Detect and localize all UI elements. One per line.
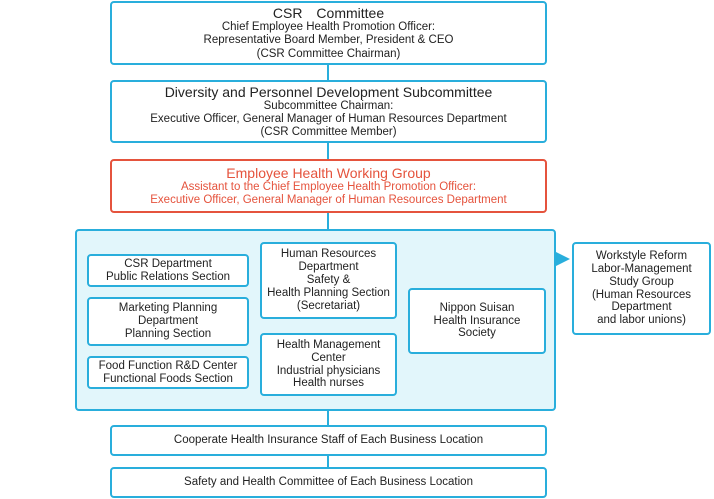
health-insurance-society-line-3: Society <box>458 327 496 340</box>
health-management-line-4: Health nurses <box>293 377 364 390</box>
workstyle-reform-line-5: Department <box>611 301 672 314</box>
diversity-subcommittee-box: Diversity and Personnel Development Subc… <box>110 80 547 143</box>
health-working-group-line-2: Executive Officer, General Manager of Hu… <box>150 194 507 207</box>
food-function-line-2: Functional Foods Section <box>103 372 233 385</box>
health-insurance-society-line-2: Health Insurance <box>433 314 521 327</box>
diversity-subcommittee-line-2: Executive Officer, General Manager of Hu… <box>150 112 507 125</box>
safety-committee-label: Safety and Health Committee of Each Busi… <box>184 475 473 488</box>
cooperate-staff-label: Cooperate Health Insurance Staff of Each… <box>173 433 484 446</box>
marketing-planning-line-1: Marketing Planning <box>118 302 218 315</box>
diversity-subcommittee-title: Diversity and Personnel Development Subc… <box>164 83 493 100</box>
human-resources-line-4: Health Planning Section <box>267 286 390 299</box>
workstyle-reform-box: Workstyle Reform Labor-Management Study … <box>572 242 711 335</box>
workstyle-reform-line-1: Workstyle Reform <box>595 249 688 262</box>
health-management-box: Health Management Center Industrial phys… <box>260 333 397 396</box>
workstyle-reform-line-3: Study Group <box>609 275 674 288</box>
health-working-group-line-1: Assistant to the Chief Employee Health P… <box>180 180 477 193</box>
csr-committee-box: CSR Committee Chief Employee Health Prom… <box>110 1 547 65</box>
diversity-subcommittee-line-1: Subcommittee Chairman: <box>263 99 394 112</box>
health-management-line-3: Industrial physicians <box>276 364 381 377</box>
marketing-planning-line-3: Planning Section <box>124 327 212 340</box>
human-resources-box: Human Resources Department Safety & Heal… <box>260 242 397 319</box>
safety-committee-box: Safety and Health Committee of Each Busi… <box>110 467 547 498</box>
health-working-group-title: Employee Health Working Group <box>226 164 431 181</box>
health-management-line-2: Center <box>311 351 346 364</box>
csr-committee-line-3: (CSR Committee Chairman) <box>256 47 401 60</box>
diversity-subcommittee-line-3: (CSR Committee Member) <box>260 126 397 139</box>
health-working-group-box: Employee Health Working Group Assistant … <box>110 159 547 213</box>
food-function-box: Food Function R&D Center Functional Food… <box>87 356 249 389</box>
human-resources-line-1: Human Resources <box>280 248 377 261</box>
human-resources-line-2: Department <box>298 261 359 274</box>
csr-committee-title: CSR Committee <box>272 5 385 22</box>
health-insurance-society-box: Nippon Suisan Health Insurance Society <box>408 288 546 354</box>
human-resources-line-3: Safety & <box>306 274 351 287</box>
csr-committee-line-1: Chief Employee Health Promotion Officer: <box>221 21 436 34</box>
csr-committee-line-2: Representative Board Member, President &… <box>203 34 454 47</box>
cooperate-staff-box: Cooperate Health Insurance Staff of Each… <box>110 425 547 456</box>
workstyle-reform-line-4: (Human Resources <box>591 288 692 301</box>
health-insurance-society-line-1: Nippon Suisan <box>439 301 515 314</box>
workstyle-reform-line-2: Labor-Management <box>591 262 692 275</box>
csr-department-line-1: CSR Department <box>124 257 212 270</box>
marketing-planning-box: Marketing Planning Department Planning S… <box>87 297 249 346</box>
health-management-line-1: Health Management <box>276 338 381 351</box>
human-resources-line-5: (Secretariat) <box>296 299 361 312</box>
csr-department-line-2: Public Relations Section <box>105 270 230 283</box>
csr-department-box: CSR Department Public Relations Section <box>87 254 249 287</box>
food-function-line-1: Food Function R&D Center <box>98 359 238 372</box>
marketing-planning-line-2: Department <box>137 315 199 328</box>
workstyle-reform-line-6: and labor unions) <box>597 314 686 327</box>
